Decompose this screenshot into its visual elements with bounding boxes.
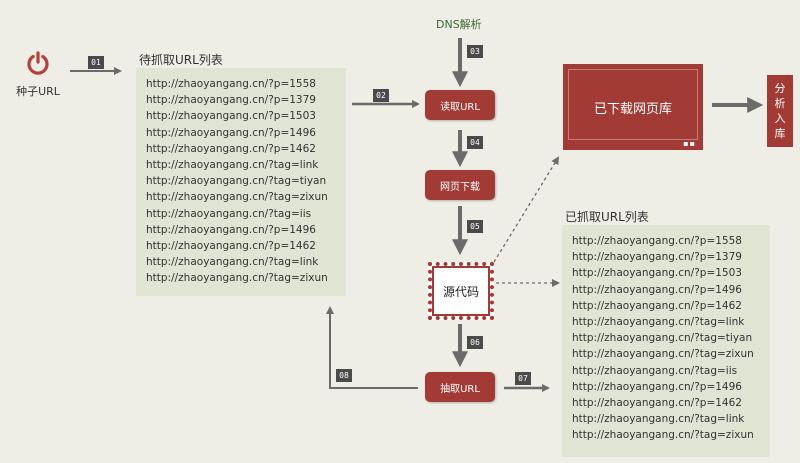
pending-url-panel: http://zhaoyangang.cn/?p=1558 http://zhao…: [136, 68, 346, 296]
analyze-char-1: 分: [774, 82, 786, 95]
analyze-store-node: 分 析 入 库: [767, 75, 793, 147]
pending-list-title: 待抓取URL列表: [139, 53, 223, 67]
arrow-08: [326, 306, 418, 389]
url-item: http://zhaoyangang.cn/?tag=zixun: [146, 272, 328, 285]
step-badge-04: 04: [467, 136, 483, 149]
step-badge-02: 02: [373, 89, 389, 102]
crawled-url-panel: http://zhaoyangang.cn/?p=1558 http://zhao…: [562, 225, 770, 457]
url-item: http://zhaoyangang.cn/?p=1462: [146, 239, 316, 252]
url-item: http://zhaoyangang.cn/?tag=zixun: [572, 348, 754, 361]
url-item: http://zhaoyangang.cn/?p=1462: [146, 142, 316, 155]
step-badge-07: 07: [515, 372, 531, 385]
url-item: http://zhaoyangang.cn/?tag=iis: [146, 207, 312, 220]
url-item: http://zhaoyangang.cn/?p=1558: [572, 235, 742, 247]
url-item: http://zhaoyangang.cn/?tag=link: [572, 315, 745, 328]
url-item: http://zhaoyangang.cn/?p=1379: [572, 251, 742, 264]
dotted-arrow-library: [493, 156, 560, 263]
step-badge-08: 08: [336, 369, 352, 382]
url-item: http://zhaoyangang.cn/?tag=tiyan: [572, 332, 753, 345]
url-item: http://zhaoyangang.cn/?p=1496: [146, 223, 316, 236]
url-item: http://zhaoyangang.cn/?p=1496: [572, 283, 742, 296]
library-frame: [568, 69, 698, 140]
extract-url-node: 抽取URL: [425, 372, 495, 402]
library-label: 已下载网页库: [593, 101, 672, 117]
step-badge-05: 05: [467, 220, 483, 233]
read-url-node: 读取URL: [425, 90, 495, 120]
url-item: http://zhaoyangang.cn/?tag=link: [146, 256, 319, 269]
url-item: http://zhaoyangang.cn/?tag=tiyan: [146, 175, 327, 188]
url-item: http://zhaoyangang.cn/?p=1503: [572, 267, 742, 280]
url-item: http://zhaoyangang.cn/?p=1558: [146, 78, 316, 90]
library-dots-icon: ▪▪: [683, 139, 696, 148]
url-item: http://zhaoyangang.cn/?tag=link: [572, 413, 745, 426]
crawled-list-title: 已抓取URL列表: [565, 210, 649, 224]
step-badge-01: 01: [88, 56, 104, 69]
step-badge-03: 03: [467, 45, 483, 58]
downloaded-library: 已下载网页库 ▪▪: [563, 64, 703, 150]
download-node: 网页下载: [425, 170, 495, 200]
dns-label: DNS解析: [436, 18, 482, 31]
pending-url-list: http://zhaoyangang.cn/?p=1558 http://zhao…: [136, 68, 346, 286]
url-item: http://zhaoyangang.cn/?p=1462: [572, 396, 742, 409]
url-item: http://zhaoyangang.cn/?p=1503: [146, 110, 316, 123]
url-item: http://zhaoyangang.cn/?p=1496: [146, 126, 316, 139]
url-item: http://zhaoyangang.cn/?tag=zixun: [572, 429, 754, 442]
url-item: http://zhaoyangang.cn/?tag=link: [146, 158, 319, 171]
analyze-char-4: 库: [774, 127, 786, 140]
url-item: http://zhaoyangang.cn/?p=1462: [572, 299, 742, 312]
source-code-node: 源代码: [428, 262, 494, 320]
url-item: http://zhaoyangang.cn/?tag=iis: [572, 364, 738, 377]
crawled-url-list: http://zhaoyangang.cn/?p=1558 http://zhao…: [562, 225, 770, 443]
analyze-char-3: 入: [774, 112, 786, 125]
url-item: http://zhaoyangang.cn/?p=1496: [572, 380, 742, 393]
power-icon: [27, 51, 49, 75]
url-item: http://zhaoyangang.cn/?tag=zixun: [146, 191, 328, 204]
seed-node: 种子URL: [12, 50, 64, 99]
analyze-char-2: 析: [774, 97, 786, 110]
url-item: http://zhaoyangang.cn/?p=1379: [146, 94, 316, 107]
step-badge-06: 06: [467, 336, 483, 349]
seed-label: 种子URL: [16, 85, 60, 98]
